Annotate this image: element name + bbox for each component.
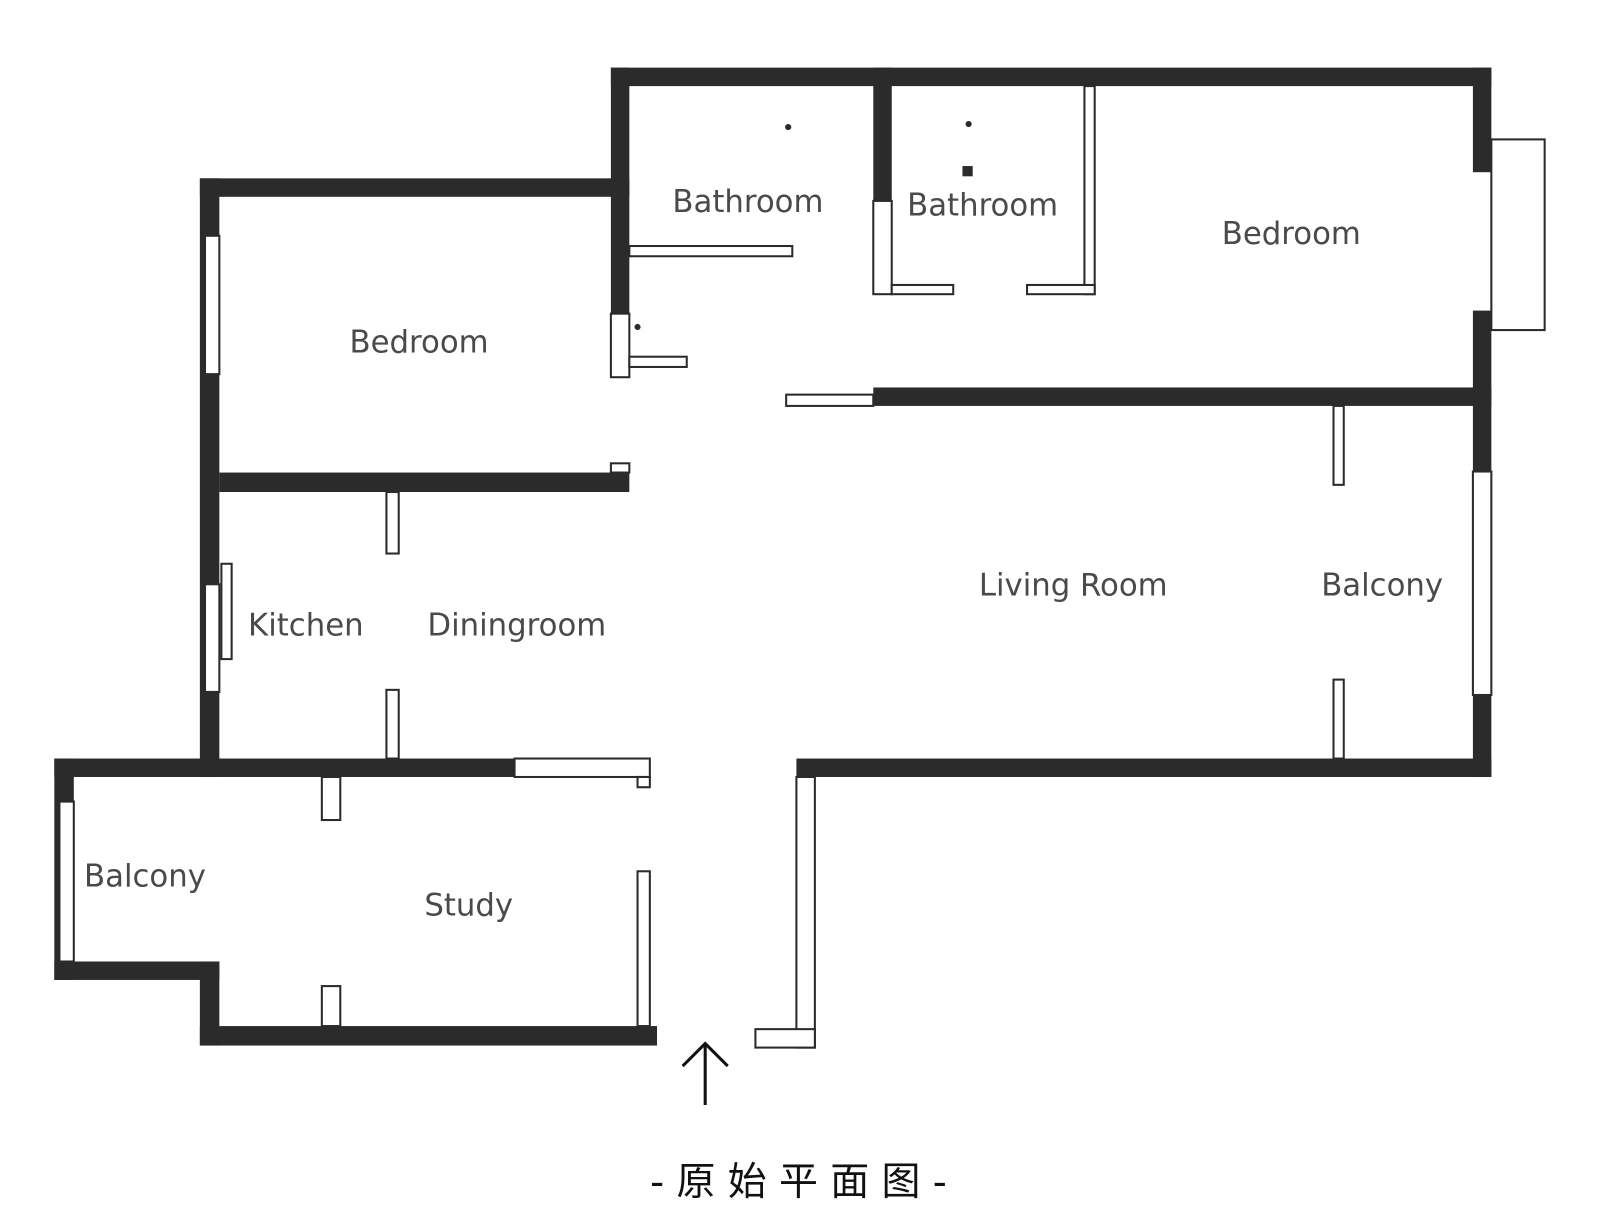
room-label-bedroom-right: Bedroom <box>1222 216 1361 252</box>
room-label-bedroom-left: Bedroom <box>350 325 489 361</box>
room-label-kitchen: Kitchen <box>248 608 364 644</box>
room-label-diningroom: Diningroom <box>427 608 606 644</box>
entrance-arrow-icon <box>681 1041 729 1105</box>
room-label-living-room: Living Room <box>979 568 1168 604</box>
plan-caption: -原始平面图- <box>650 1160 959 1205</box>
room-label-balcony-left: Balcony <box>84 859 206 895</box>
room-label-study: Study <box>424 887 513 923</box>
walls <box>54 67 1546 1049</box>
room-label-bathroom-2: Bathroom <box>907 187 1058 223</box>
room-label-bathroom-1: Bathroom <box>672 184 823 220</box>
room-label-balcony-right: Balcony <box>1321 568 1443 604</box>
